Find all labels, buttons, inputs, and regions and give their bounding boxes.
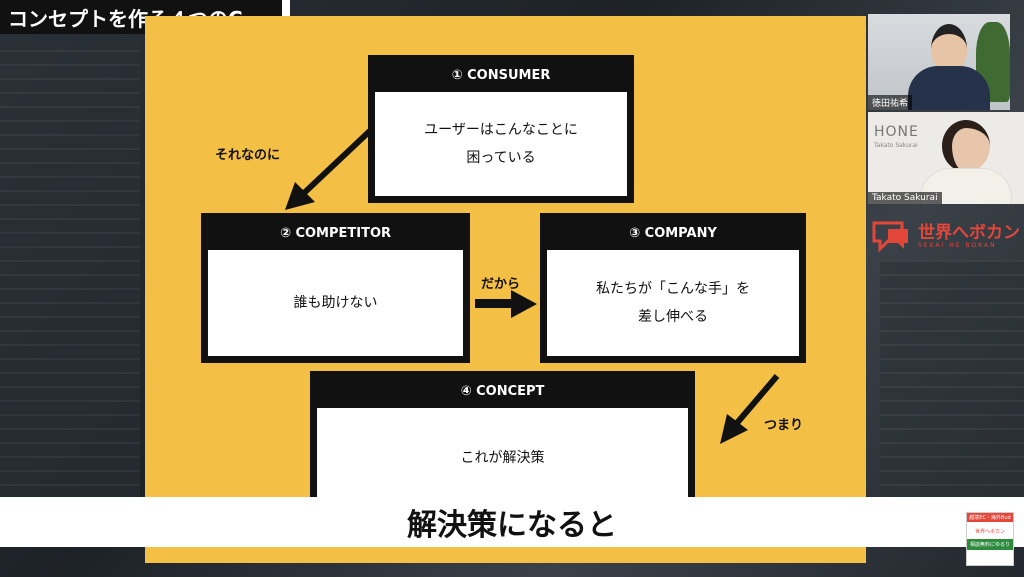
- person-head: [942, 120, 990, 172]
- wall-text: HONE: [874, 124, 919, 140]
- channel-badge[interactable]: 越境EC・海外Bud 世界へボカン 相談無料にゆるり: [966, 512, 1014, 566]
- consumer-box: ① CONSUMER ユーザーはこんなことに 困っている: [368, 55, 634, 203]
- participant-name-2: Takato Sakurai: [868, 192, 942, 204]
- company-body: 私たちが「こんな手」を 差し伸べる: [596, 281, 750, 325]
- participant-video-2: HONE Takato Sakurai Takato Sakurai: [868, 112, 1024, 204]
- arrow-competitor-to-company: [475, 290, 537, 318]
- arrow-company-to-concept: [720, 374, 780, 444]
- label-so: だから: [481, 277, 521, 292]
- competitor-header: ② COMPETITOR: [208, 220, 463, 250]
- caption-text: 解決策になると: [407, 508, 617, 543]
- concept-box: ④ CONCEPT これが解決策: [310, 371, 695, 521]
- flow-arrows: [285, 125, 780, 444]
- concept-body: これが解決策: [460, 450, 545, 466]
- concept-header: ④ CONCEPT: [317, 378, 688, 408]
- subtitle-caption: 解決策になると: [0, 497, 1024, 547]
- competitor-box: ② COMPETITOR 誰も助けない: [201, 213, 470, 363]
- label-but: それなのに: [215, 148, 281, 163]
- wall-subtext: Takato Sakurai: [874, 142, 918, 149]
- consumer-header: ① CONSUMER: [375, 62, 627, 92]
- slide: ① CONSUMER ユーザーはこんなことに 困っている ② COMPETITO…: [145, 16, 866, 563]
- logo-subtext: SEKAI HE BOKAN: [918, 241, 997, 249]
- background-building: [880, 260, 1024, 500]
- consumer-body: ユーザーはこんなことに 困っている: [424, 122, 578, 166]
- badge-top: 越境EC・海外Bud: [967, 513, 1013, 522]
- competitor-body: 誰も助けない: [293, 295, 378, 311]
- person-body: [908, 66, 990, 110]
- speech-bubble-icon: [872, 221, 908, 253]
- label-in-short: つまり: [764, 418, 804, 433]
- participant-name-1: 徳田祐希: [868, 95, 913, 110]
- badge-middle: 世界へボカン: [974, 529, 1005, 535]
- participant-video-1: 徳田祐希: [868, 14, 1010, 110]
- badge-bottom: 相談無料にゆるり: [967, 539, 1013, 550]
- logo-text: 世界へボカン: [918, 222, 1020, 243]
- person-head: [931, 24, 967, 74]
- company-box: ③ COMPANY 私たちが「こんな手」を 差し伸べる: [540, 213, 806, 363]
- company-header: ③ COMPANY: [547, 220, 799, 250]
- background-building: [0, 40, 140, 500]
- channel-logo: 世界へボカン SEKAI HE BOKAN: [870, 216, 1024, 256]
- arrow-consumer-to-competitor: [285, 125, 376, 210]
